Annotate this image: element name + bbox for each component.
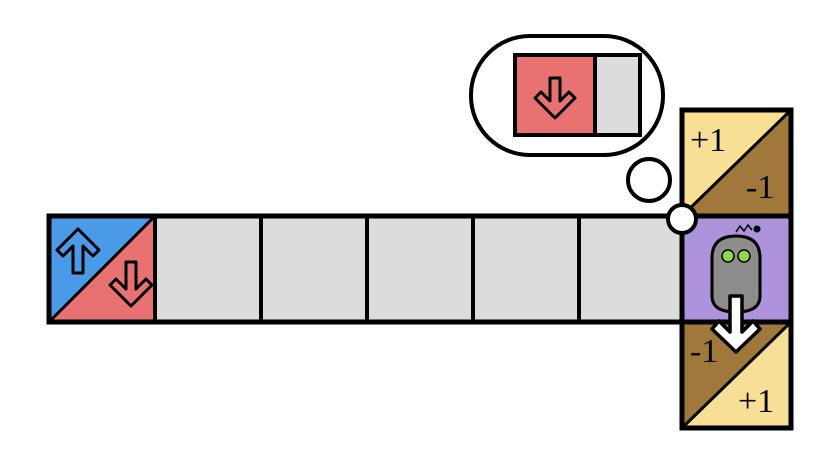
corridor-cell bbox=[155, 216, 261, 322]
corridor-cell bbox=[579, 216, 682, 322]
top-reward-cell: +1 -1 bbox=[679, 107, 794, 219]
thought-bubble bbox=[469, 34, 665, 157]
thought-trail-small-dot bbox=[666, 203, 698, 235]
top-cell-positive-reward: +1 bbox=[690, 122, 726, 159]
down-arrow-icon bbox=[108, 260, 154, 308]
memory-slot-empty bbox=[593, 53, 642, 137]
thought-trail-large-dot bbox=[626, 157, 672, 203]
memory-slot-down bbox=[513, 53, 597, 137]
corridor-cell bbox=[473, 216, 579, 322]
corridor-cell bbox=[261, 216, 367, 322]
remembered-down-arrow-icon bbox=[533, 76, 577, 120]
start-cell bbox=[47, 214, 157, 324]
robot-eye bbox=[737, 249, 751, 263]
bottom-cell-negative-reward: -1 bbox=[690, 333, 718, 370]
robot-antenna bbox=[735, 223, 753, 233]
robot-eye bbox=[721, 249, 735, 263]
bottom-reward-cell: -1 +1 bbox=[679, 319, 794, 431]
corridor-cell bbox=[367, 216, 473, 322]
up-arrow-icon bbox=[55, 227, 101, 275]
agent-down-arrow-icon bbox=[710, 294, 762, 354]
robot-agent bbox=[710, 223, 762, 314]
top-cell-negative-reward: -1 bbox=[746, 169, 774, 206]
bottom-cell-positive-reward: +1 bbox=[738, 383, 774, 420]
